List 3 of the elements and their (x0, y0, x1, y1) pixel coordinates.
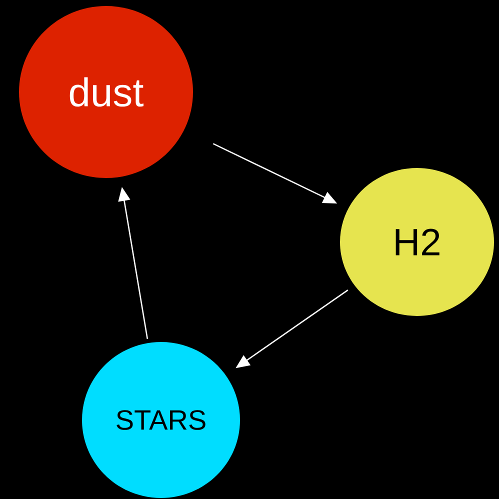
circle-node: STARS (82, 342, 240, 498)
circle-node: dust (19, 6, 193, 178)
circle-node: H2 (340, 168, 494, 316)
